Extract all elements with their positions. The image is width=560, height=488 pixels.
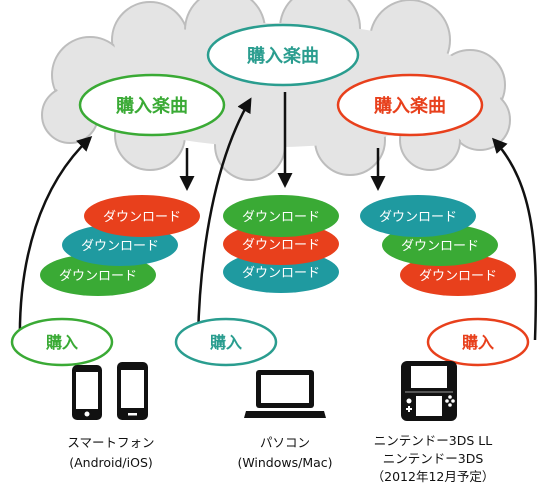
download-right-1-label: ダウンロード bbox=[379, 210, 457, 225]
download-right-2-label: ダウンロード bbox=[401, 239, 479, 254]
purchase-node-center-label: 購入 bbox=[209, 333, 242, 352]
purchase-arrow-left bbox=[18, 135, 93, 346]
smartphone-label-line2: (Android/iOS) bbox=[69, 455, 153, 470]
laptop-icon bbox=[244, 370, 326, 418]
cloud-node-right-label: 購入楽曲 bbox=[373, 95, 446, 117]
nintendo-3ds-icon bbox=[401, 361, 457, 421]
purchase-arrows bbox=[18, 97, 538, 346]
download-center-1: ダウンロード bbox=[223, 195, 339, 237]
cloud-node-center: 購入楽曲 bbox=[206, 23, 360, 87]
cloud-node-right: 購入楽曲 bbox=[336, 73, 484, 137]
download-center-1-label: ダウンロード bbox=[242, 210, 320, 225]
download-stack-left: ダウンロード ダウンロード ダウンロード bbox=[40, 195, 200, 296]
device-label-smartphone: スマートフォン (Android/iOS) bbox=[67, 435, 154, 470]
download-left-1-label: ダウンロード bbox=[103, 210, 181, 225]
purchase-node-right: 購入 bbox=[426, 317, 530, 367]
download-left-1: ダウンロード bbox=[84, 195, 200, 237]
purchase-node-right-label: 購入 bbox=[461, 333, 494, 352]
purchase-node-left: 購入 bbox=[10, 317, 114, 367]
nintendo-label-line3: （2012年12月予定） bbox=[372, 469, 495, 484]
cloud-node-center-label: 購入楽曲 bbox=[246, 45, 319, 67]
purchase-arrow-right bbox=[491, 137, 538, 341]
pc-label-line2: (Windows/Mac) bbox=[237, 455, 332, 470]
smartphone-icon bbox=[72, 362, 148, 420]
purchase-node-center: 購入 bbox=[174, 317, 278, 367]
download-left-3-label: ダウンロード bbox=[59, 269, 137, 284]
device-label-pc: パソコン (Windows/Mac) bbox=[237, 435, 332, 470]
download-center-3-label: ダウンロード bbox=[242, 266, 320, 281]
purchase-node-left-label: 購入 bbox=[45, 333, 78, 352]
purchase-arrow-center bbox=[196, 97, 252, 339]
nintendo-label-line2: ニンテンドー3DS bbox=[383, 451, 484, 466]
download-stack-right: ダウンロード ダウンロード ダウンロード bbox=[360, 195, 516, 296]
pc-label-line1: パソコン bbox=[260, 435, 310, 450]
cloud-node-left: 購入楽曲 bbox=[78, 73, 226, 137]
download-right-1: ダウンロード bbox=[360, 195, 476, 237]
nintendo-label-line1: ニンテンドー3DS LL bbox=[374, 433, 492, 448]
download-stack-center: ダウンロード ダウンロード ダウンロード bbox=[223, 195, 339, 293]
smartphone-label-line1: スマートフォン bbox=[67, 435, 154, 450]
download-right-3-label: ダウンロード bbox=[419, 269, 497, 284]
device-label-nintendo: ニンテンドー3DS LL ニンテンドー3DS （2012年12月予定） bbox=[372, 433, 495, 484]
download-center-2-label: ダウンロード bbox=[242, 238, 320, 253]
download-arrows bbox=[179, 92, 386, 191]
download-left-2-label: ダウンロード bbox=[81, 239, 159, 254]
cloud-node-left-label: 購入楽曲 bbox=[115, 95, 188, 117]
